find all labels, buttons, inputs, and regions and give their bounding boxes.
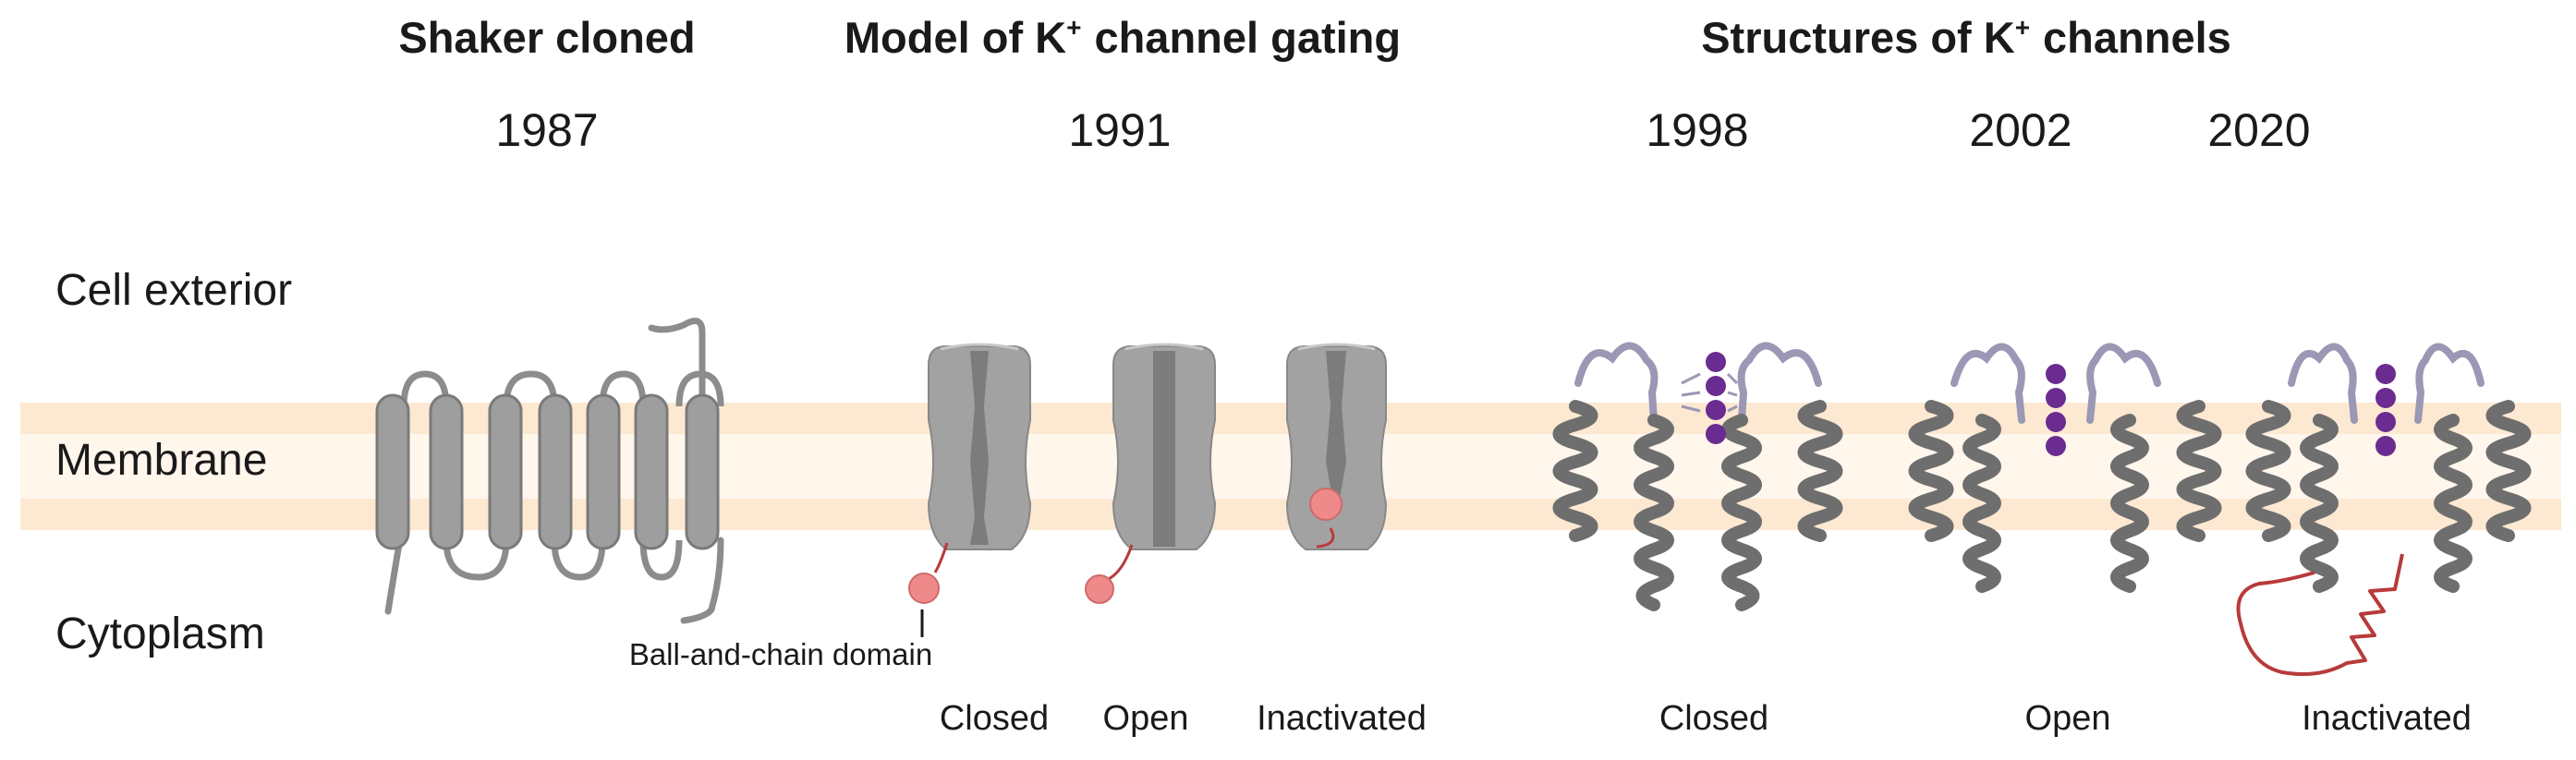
label-cytoplasm: Cytoplasm <box>55 609 265 658</box>
year-1998: 1998 <box>1646 104 1748 156</box>
structure-1998-closed <box>1552 342 1843 611</box>
model-channel-inactivated <box>1285 343 1388 550</box>
label-structure-open: Open <box>2025 699 2111 738</box>
label-cell-exterior: Cell exterior <box>55 266 292 315</box>
model-channel-closed <box>908 343 1032 637</box>
year-2020: 2020 <box>2207 104 2310 156</box>
shaker-topology-diagram <box>375 318 724 624</box>
label-model-open: Open <box>1103 699 1189 738</box>
ball-domain-open <box>1085 574 1114 604</box>
year-2002: 2002 <box>1969 104 2072 156</box>
label-model-inactivated: Inactivated <box>1257 699 1427 738</box>
label-model-closed: Closed <box>940 699 1049 738</box>
inactivation-chain <box>2236 553 2404 676</box>
model-channel-open <box>1085 343 1217 604</box>
year-1991: 1991 <box>1068 104 1171 156</box>
label-structure-inactivated: Inactivated <box>2302 699 2472 738</box>
label-structure-closed: Closed <box>1659 699 1768 738</box>
year-1987: 1987 <box>495 104 598 156</box>
structure-2002-open <box>1908 343 2222 593</box>
label-membrane: Membrane <box>55 436 267 485</box>
structure-2020-inactivated <box>2236 343 2532 676</box>
label-ball-and-chain: Ball-and-chain domain <box>629 637 932 671</box>
header-structures: Structures of K+channels <box>1701 13 2231 62</box>
ball-domain-inactivated <box>1309 488 1343 521</box>
header-shaker-cloned: Shaker cloned <box>398 13 695 62</box>
ball-domain-closed <box>908 573 940 604</box>
header-model-gating: Model of K+channel gating <box>844 13 1401 62</box>
